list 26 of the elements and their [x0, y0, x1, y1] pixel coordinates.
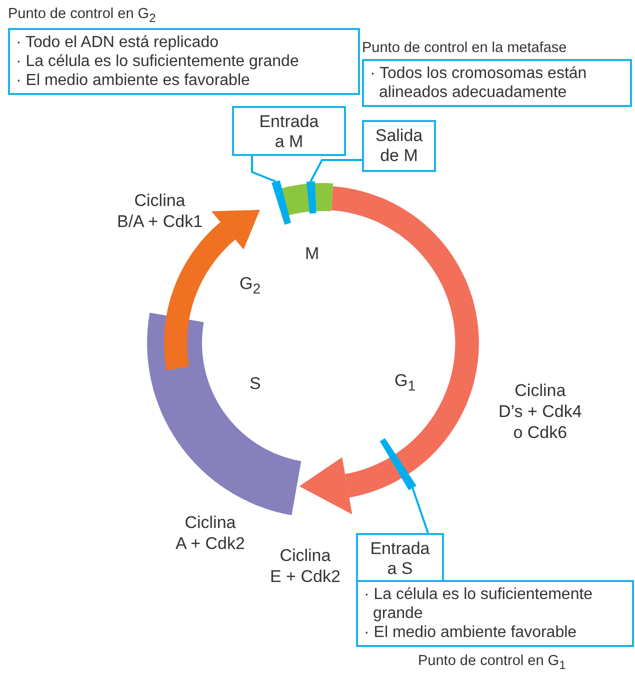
condition-text: · La célula es lo suficientemente grande [364, 585, 594, 623]
cyclin-label: Ciclina E + Cdk2 [270, 545, 340, 587]
condition-text: · Todos los cromosomas están alineados adecuadamente [370, 64, 588, 102]
checkpoint-title: Punto de control en G$_{1}$ [418, 653, 567, 672]
condition-text: · El medio ambiente es favorable [16, 70, 251, 90]
checkpoint-bar [306, 181, 316, 214]
checkpoint-label-box: Entrada a S [356, 533, 444, 582]
checkpoint-bar [272, 180, 291, 225]
phase-label: G$_{2}$ [240, 273, 261, 300]
leader-line [412, 488, 429, 534]
condition-text: · Todo el ADN está replicado [16, 32, 220, 52]
phase-label: M [305, 243, 320, 264]
checkpoint-bar [380, 438, 416, 490]
condition-text: · El medio ambiente favorable [364, 623, 578, 642]
leader-line [251, 156, 276, 182]
leader-line [310, 159, 362, 182]
checkpoint-title: Punto de control en G$_{2}$ [8, 6, 157, 25]
phase-label: G$_{1}$ [394, 370, 416, 396]
cyclin-label: Ciclina A + Cdk2 [176, 512, 245, 554]
cyclin-label: Ciclina D’s + Cdk4 o Cdk6 [498, 380, 582, 443]
phase-label: S [250, 373, 261, 394]
cyclin-label: Ciclina B/A + Cdk1 [117, 190, 203, 232]
checkpoint-label-box: Entrada a M [232, 106, 346, 156]
checkpoint-label-box: Salida de M [362, 120, 436, 172]
condition-text: · La célula es lo suficientemente grande [16, 52, 300, 71]
checkpoint-title: Punto de control en la metafase [362, 40, 568, 56]
